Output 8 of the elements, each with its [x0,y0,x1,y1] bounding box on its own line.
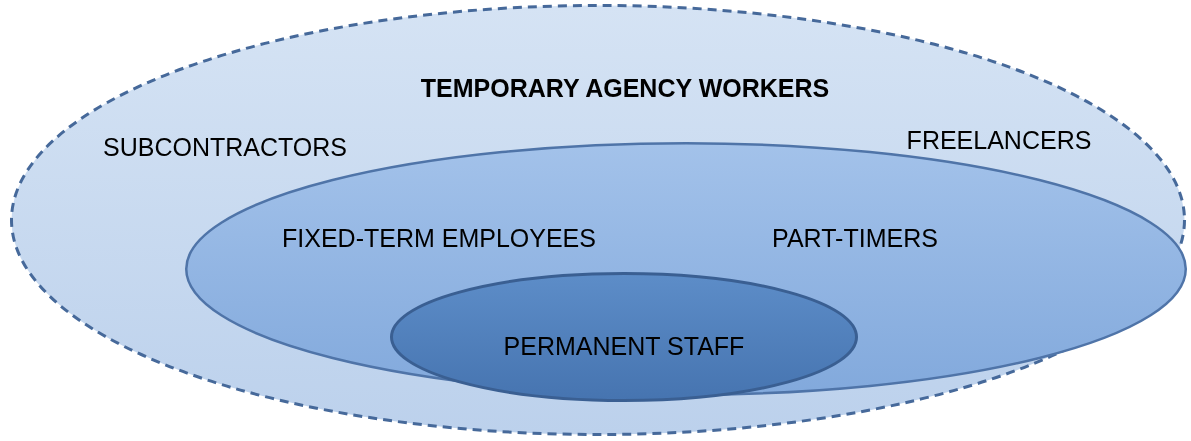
group-label: SUBCONTRACTORS [103,132,347,162]
group-label: FIXED-TERM EMPLOYEES [282,223,596,253]
group-label: TEMPORARY AGENCY WORKERS [420,73,830,103]
inner-ellipse [390,272,858,402]
group-label: PART-TIMERS [772,223,938,253]
group-label: PERMANENT STAFF [503,331,745,361]
outer-ellipse [10,4,1186,436]
group-label: FREELANCERS [906,125,1092,155]
